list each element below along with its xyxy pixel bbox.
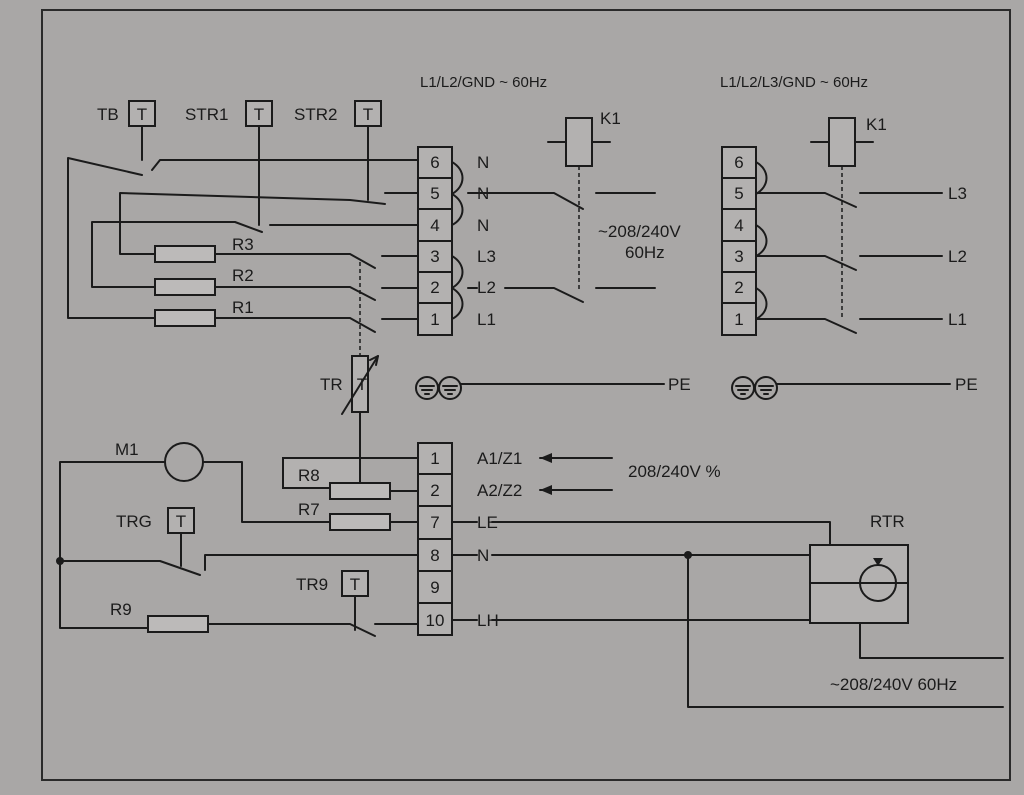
svg-text:7: 7 [430,513,439,532]
wire-r1-l1 [214,317,419,333]
resistor-r1: R1 [154,298,254,327]
label-a2z2: A2/Z2 [477,481,522,500]
room-thermostat-rtr: RTR ~208/240V 60Hz [491,512,1004,708]
svg-text:R7: R7 [298,500,320,519]
svg-text:T: T [137,105,147,124]
svg-text:6: 6 [734,153,743,172]
wire-str2 [119,192,419,255]
control-voltage: 208/240V % [628,462,721,481]
resistor-r9: R9 [110,600,419,637]
svg-text:R1: R1 [232,298,254,317]
svg-text:T: T [357,375,367,394]
svg-text:TB: TB [97,105,119,124]
svg-text:2: 2 [734,278,743,297]
svg-text:4: 4 [734,216,743,235]
tb1-label-l3: L3 [477,247,496,266]
tb1-terminal-3: 3 [430,247,439,266]
svg-text:T: T [350,575,360,594]
svg-text:TRG: TRG [116,512,152,531]
wire-r2-l2 [214,286,419,301]
terminal-block-2: 1 2 7 8 9 10 A1/Z1 A2/Z2 LE N LH 208/240… [417,442,721,636]
svg-text:T: T [176,512,186,531]
thermostat-str2: STR2 T [294,100,382,201]
svg-text:8: 8 [430,546,439,565]
wire-str1 [91,221,419,288]
resistor-r7: R7 [298,500,419,531]
tb1-terminal-4: 4 [430,216,439,235]
motor-m1: M1 [56,440,331,629]
page-frame [41,9,1011,781]
terminal-block-1: 6 5 4 3 2 1 N N N L3 L2 L1 [417,146,496,336]
svg-text:L1: L1 [948,310,967,329]
earth-right: PE [731,375,978,400]
svg-text:R2: R2 [232,266,254,285]
tb1-label-n4: N [477,216,489,235]
svg-text:TR: TR [320,375,343,394]
svg-text:3: 3 [734,247,743,266]
contactor-k1: K1 ~208/240V 60Hz [476,109,681,303]
svg-text:PE: PE [668,375,691,394]
tb1-label-n6: N [477,153,489,172]
svg-text:T: T [363,105,373,124]
wire-tb-loop [67,157,419,319]
label-n: N [477,546,489,565]
supply-voltage: ~208/240V [598,222,681,241]
svg-text:K1: K1 [866,115,887,134]
header-single-phase: L1/L2/GND ~ 60Hz [420,74,547,91]
svg-text:T: T [254,105,264,124]
resistor-r3: R3 [154,235,254,263]
svg-text:10: 10 [426,611,445,630]
earth-left: PE [415,375,691,400]
svg-text:R8: R8 [298,466,320,485]
header-three-phase: L1/L2/L3/GND ~ 60Hz [720,74,868,91]
svg-text:L3: L3 [948,184,967,203]
tb1-terminal-2: 2 [430,278,439,297]
svg-text:R3: R3 [232,235,254,254]
label-lh: LH [477,611,499,630]
thermostat-tr9: TR9 T [296,570,369,631]
tb1-label-l1: L1 [477,310,496,329]
tb1-terminal-5: 5 [430,184,439,203]
tb1-terminal-1: 1 [430,310,439,329]
svg-text:5: 5 [734,184,743,203]
tb1-label-l2: L2 [477,278,496,297]
thermostat-trg: TRG T [59,507,419,576]
svg-text:PE: PE [955,375,978,394]
svg-text:1: 1 [430,449,439,468]
resistor-r8: R8 [282,457,419,500]
label-a1z1: A1/Z1 [477,449,522,468]
tb1-terminal-6: 6 [430,153,439,172]
svg-text:M1: M1 [115,440,139,459]
wire-r3-l3 [214,253,419,269]
svg-text:R9: R9 [110,600,132,619]
label-le: LE [477,513,498,532]
svg-text:STR1: STR1 [185,105,228,124]
svg-text:RTR: RTR [870,512,905,531]
thermostat-str1: STR1 T [185,100,273,226]
supply-frequency: 60Hz [625,243,665,262]
svg-text:TR9: TR9 [296,575,328,594]
terminal-block-3ph: 6 5 4 3 2 1 K1 L3 L2 L1 [721,115,967,336]
rtr-supply: ~208/240V 60Hz [830,675,957,694]
resistor-r2: R2 [154,266,254,296]
svg-text:L2: L2 [948,247,967,266]
svg-text:K1: K1 [600,109,621,128]
thermostat-tb: TB T [97,100,156,161]
svg-text:9: 9 [430,578,439,597]
svg-text:2: 2 [430,481,439,500]
thermostat-tr: TR T [320,355,379,489]
svg-text:STR2: STR2 [294,105,337,124]
svg-text:1: 1 [734,310,743,329]
